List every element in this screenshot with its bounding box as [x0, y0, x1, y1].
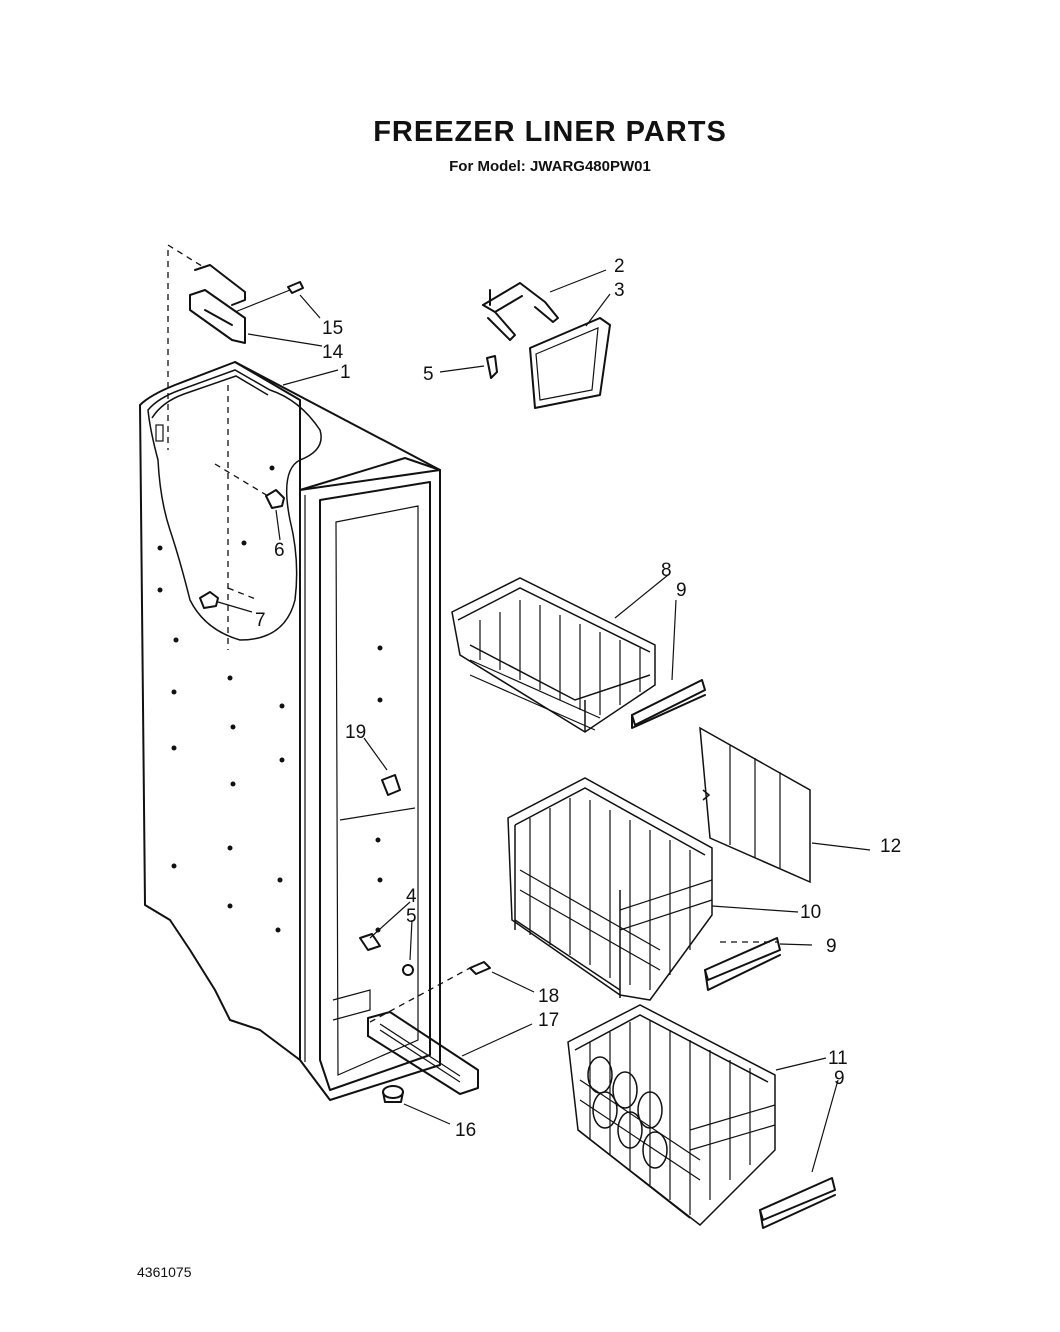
callout-9-bottom: 9 — [834, 1068, 845, 1089]
callout-18: 18 — [538, 986, 559, 1007]
callout-11: 11 — [828, 1048, 848, 1069]
basket-8 — [451, 577, 656, 733]
divider-12 — [699, 726, 811, 884]
freezer-liner — [139, 250, 441, 1101]
callout-19: 19 — [345, 722, 366, 743]
callout-6: 6 — [274, 540, 285, 561]
parts-19-4-5 — [359, 774, 414, 976]
callout-15: 15 — [322, 318, 343, 339]
bracket-14-assembly — [167, 244, 304, 344]
callout-9-top: 9 — [676, 580, 687, 601]
page-title: FREEZER LINER PARTS — [373, 116, 727, 148]
callout-17: 17 — [538, 1010, 559, 1031]
callout-4: 4 — [406, 886, 417, 907]
callout-5-top: 5 — [423, 364, 434, 385]
callout-labels: 1 2 3 5 15 14 6 7 8 9 19 12 4 5 10 9 18 … — [255, 256, 901, 1141]
callout-1: 1 — [340, 362, 351, 383]
callout-14: 14 — [322, 342, 344, 363]
callout-7: 7 — [255, 610, 266, 631]
slide-rails-9 — [631, 679, 836, 1229]
callout-9-middle: 9 — [826, 936, 837, 957]
basket-11 — [567, 1004, 776, 1226]
callout-3: 3 — [614, 280, 625, 301]
callout-5-lower: 5 — [406, 906, 417, 927]
callout-12: 12 — [880, 836, 901, 857]
leader-lines — [217, 269, 871, 1173]
clips-6-7 — [199, 489, 285, 609]
callout-10: 10 — [800, 902, 821, 923]
callout-2: 2 — [614, 256, 625, 277]
model-subtitle: For Model: JWARG480PW01 — [449, 158, 651, 175]
callout-8: 8 — [661, 560, 672, 581]
bracket-2-and-cover-3 — [482, 282, 611, 409]
callout-16: 16 — [455, 1120, 476, 1141]
parts-16-17-18 — [367, 961, 491, 1103]
document-number: 4361075 — [137, 1264, 192, 1280]
basket-10 — [507, 777, 713, 1001]
